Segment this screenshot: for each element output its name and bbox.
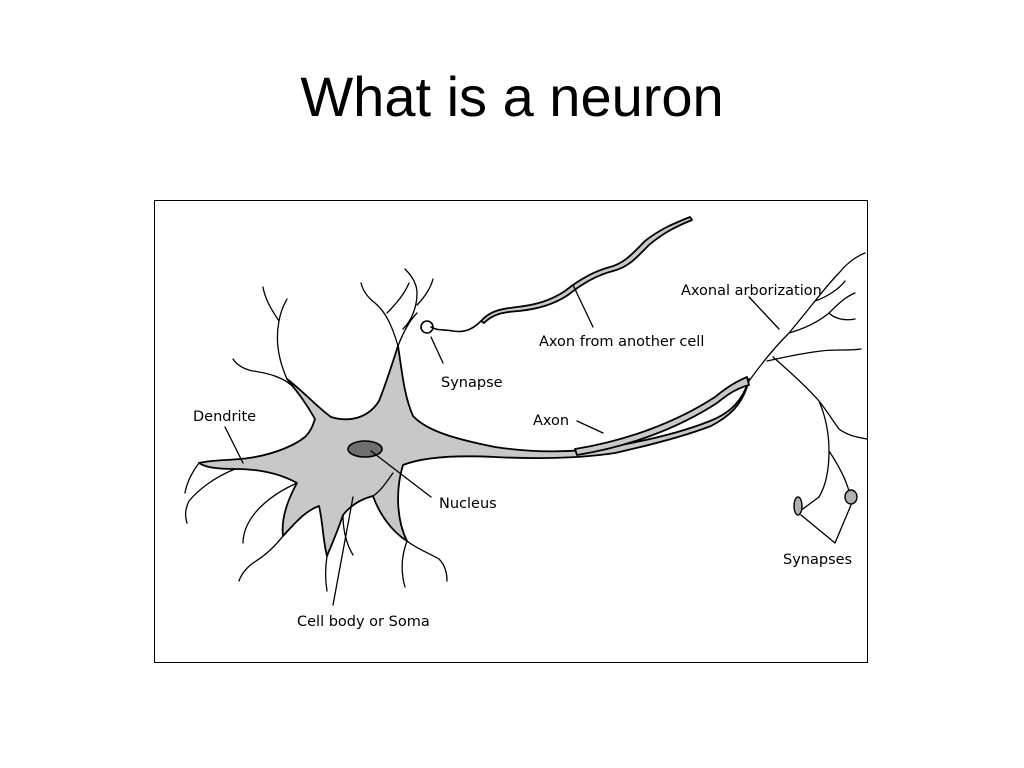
leader-line-nucleus [370,450,432,498]
label-axon-from-another-cell: Axon from another cell [539,334,704,350]
synapse-bulb-left [793,496,803,516]
leader-line-cell-body [332,496,354,606]
incoming-axon [480,216,693,324]
neuron-diagram-svg: Dendrite Synapse Axon from another cell … [184,216,868,630]
label-axon: Axon [533,413,569,429]
slide-title: What is a neuron [300,65,724,128]
label-synapse: Synapse [441,375,503,391]
leader-line-axonal-arborization [748,296,780,330]
label-cell-body: Cell body or Soma [297,614,430,630]
leader-line-synapses-right [834,504,852,544]
leader-line-dendrite [224,426,244,464]
axonal-arborization [748,252,868,514]
label-synapses: Synapses [783,552,852,568]
cell-body [198,345,750,557]
nucleus [347,440,383,458]
synapse-bulb-right [844,489,858,505]
label-nucleus: Nucleus [439,496,497,512]
neuron-diagram: Dendrite Synapse Axon from another cell … [154,200,868,663]
leader-line-synapses-left [800,514,836,544]
label-axonal-arborization: Axonal arborization [681,283,822,299]
axon [574,376,750,456]
synapse-terminal [420,320,434,334]
label-dendrite: Dendrite [193,409,256,425]
leader-line-synapse [430,336,444,364]
leader-line-axon-from-another-cell [572,284,594,328]
leader-line-axon [576,420,604,434]
